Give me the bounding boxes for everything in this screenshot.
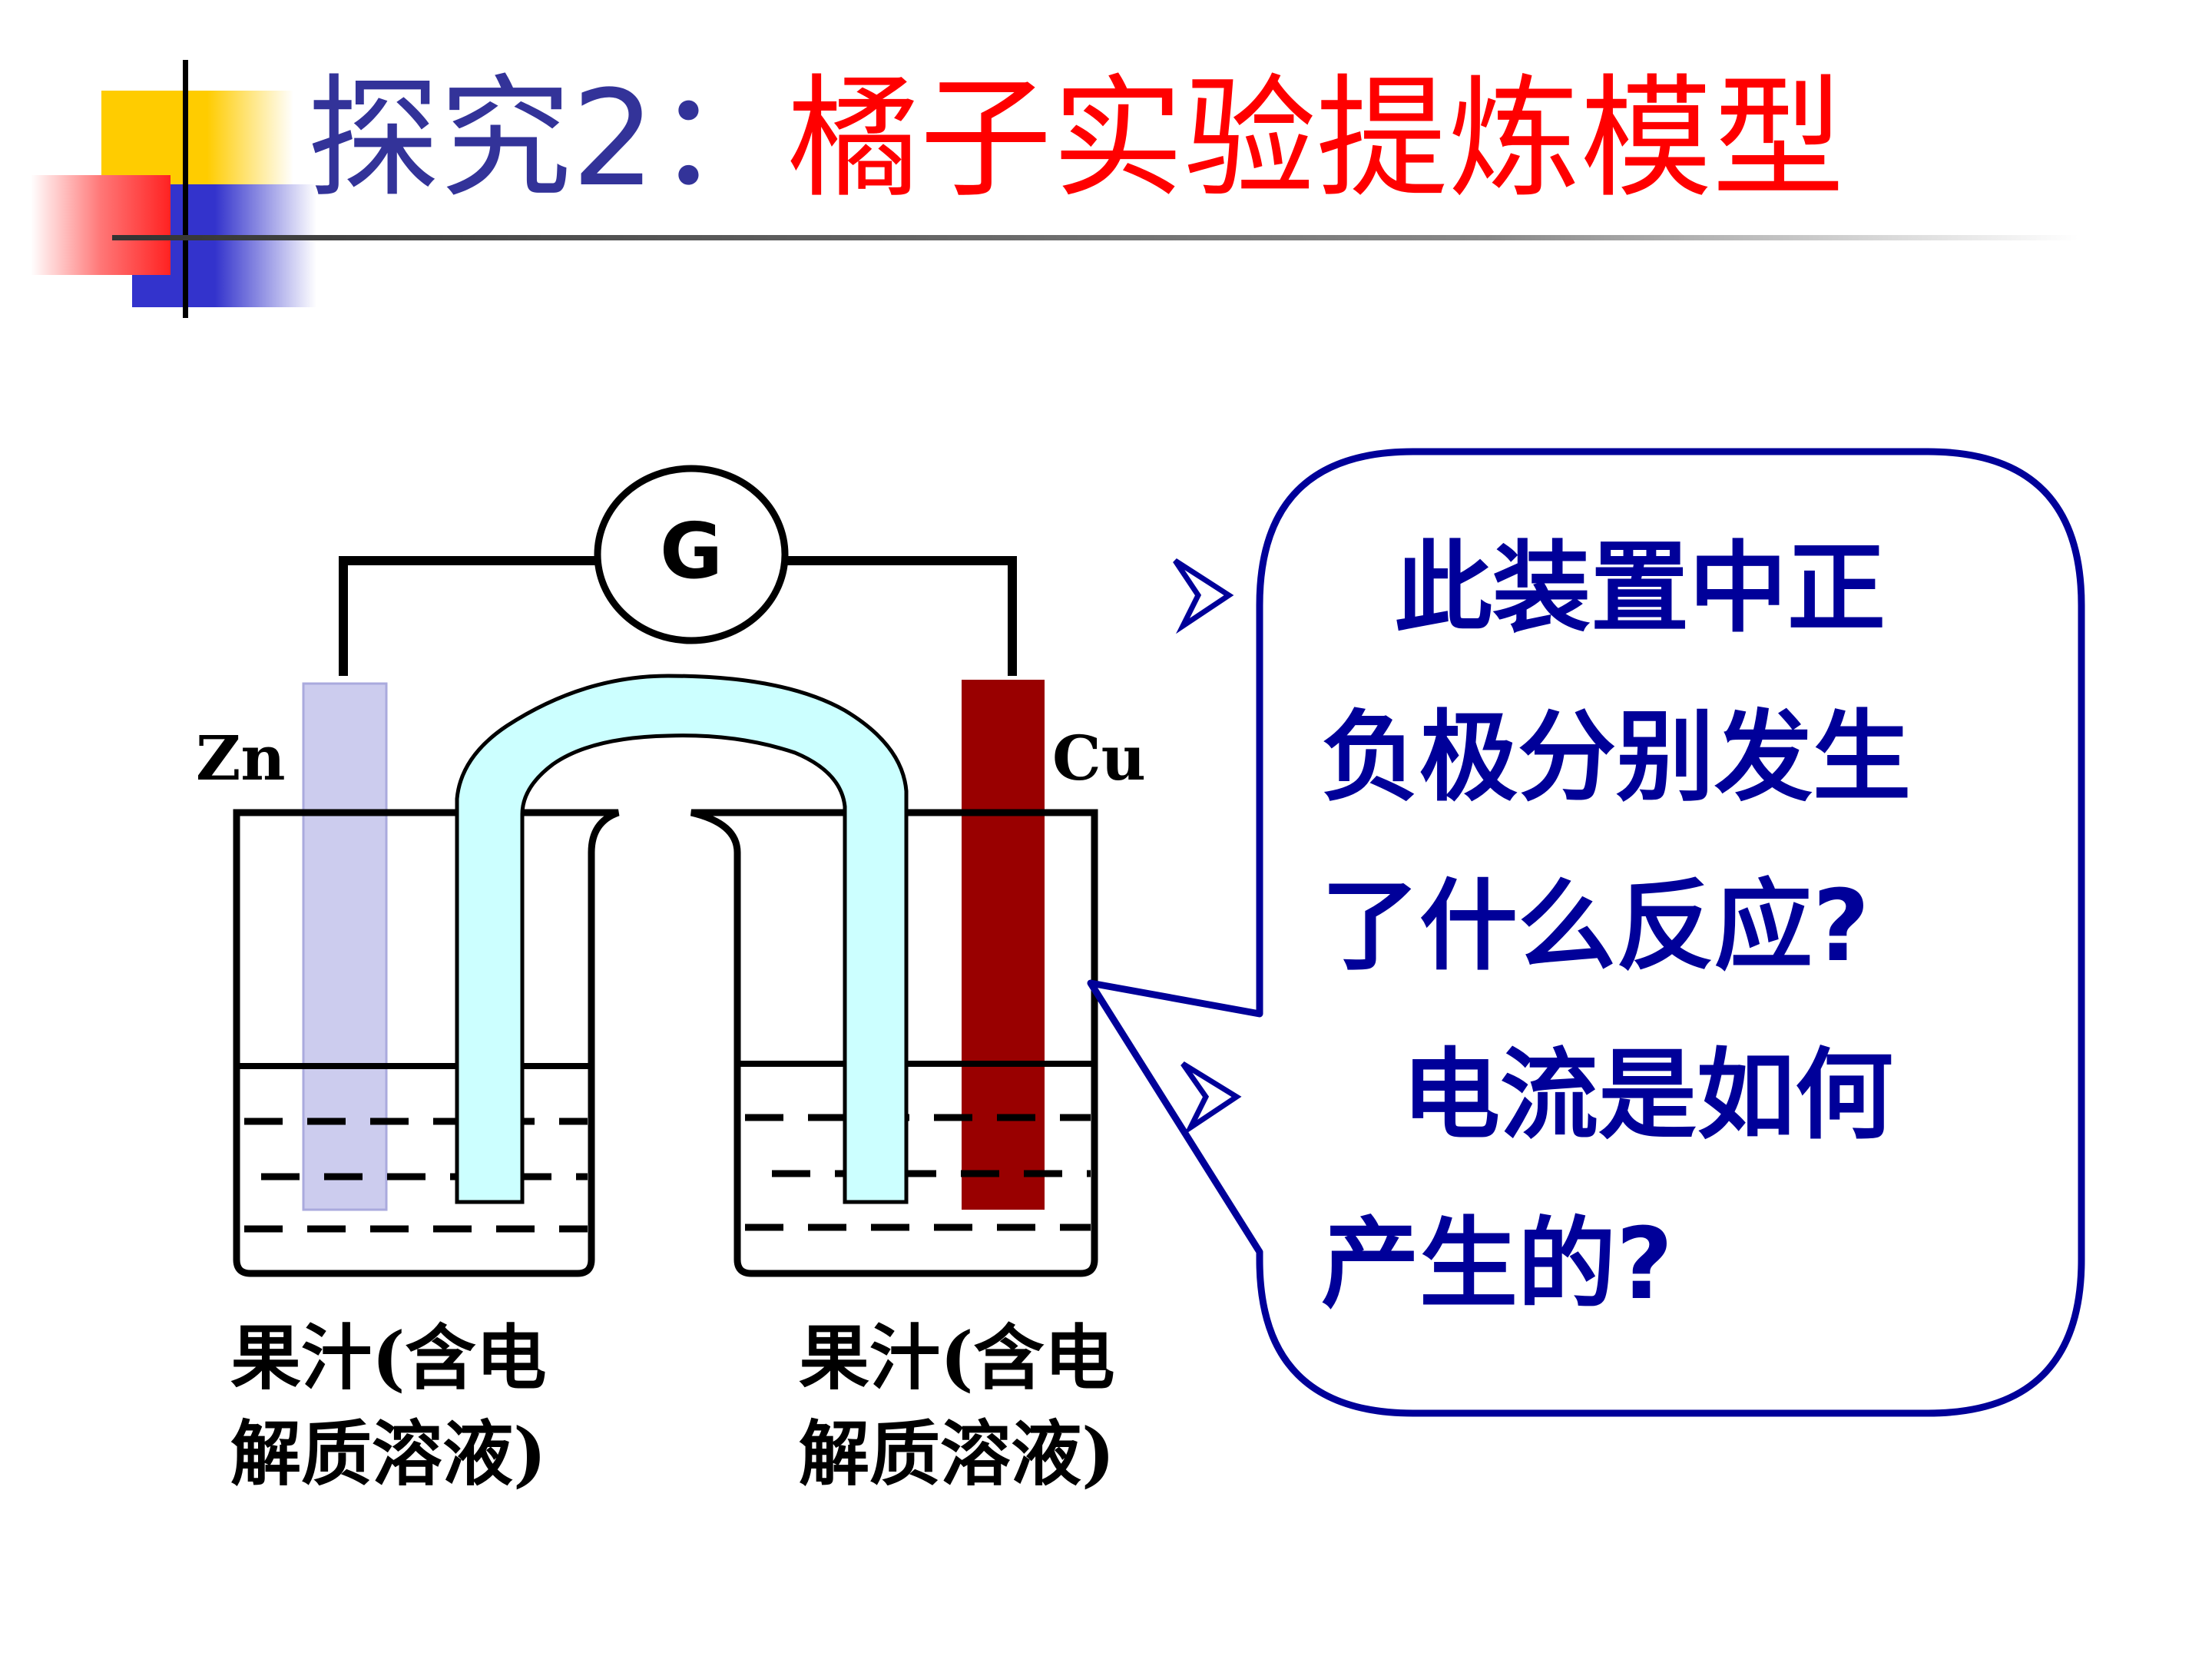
electrochemical-cell-diagram: G Zn Cu 果汁(含电 解质溶液) 果汁(含电 解质溶液 — [196, 465, 1146, 1495]
salt-bridge — [455, 674, 909, 1204]
speech-bubble-outline — [1087, 448, 2085, 1417]
speech-bubble: 此装置中正 负极分别发生 了什么反应? 电流是如何 产生的? — [1087, 448, 2085, 1417]
arrowhead-bullet-icon — [1173, 558, 1234, 634]
title-main: 橘子实验提炼模型 — [787, 61, 1844, 216]
left-beaker-label-line2: 解质溶液) — [230, 1412, 547, 1495]
right-beaker-label-line1: 果汁(含电 — [799, 1316, 1115, 1399]
question-2-line-1: 电流是如何 — [1402, 1038, 1893, 1153]
question-2-line-2: 产生的? — [1321, 1207, 1673, 1322]
title-prefix: 探究2： — [307, 61, 787, 216]
zn-label: Zn — [196, 722, 286, 794]
question-1-line-2: 负极分别发生 — [1321, 700, 1911, 815]
left-beaker-label-line1: 果汁(含电 — [230, 1316, 547, 1399]
page-title: 探究2：橘子实验提炼模型 — [307, 61, 1844, 216]
question-1-line-3: 了什么反应? — [1321, 869, 1869, 984]
left-beaker — [233, 809, 620, 1277]
question-1-line-1: 此装置中正 — [1394, 531, 1886, 646]
right-beaker-label-line2: 解质溶液) — [799, 1412, 1115, 1495]
slide-corner-decoration-icon — [31, 60, 2078, 318]
zn-electrode — [302, 682, 388, 1211]
arrowhead-bullet-icon — [1181, 1061, 1242, 1136]
circuit-wire — [339, 556, 1017, 676]
galvanometer: G — [594, 465, 789, 644]
galvanometer-label: G — [660, 506, 723, 596]
cu-electrode — [962, 680, 1045, 1210]
right-beaker — [690, 809, 1098, 1277]
cu-label: Cu — [1052, 722, 1146, 794]
